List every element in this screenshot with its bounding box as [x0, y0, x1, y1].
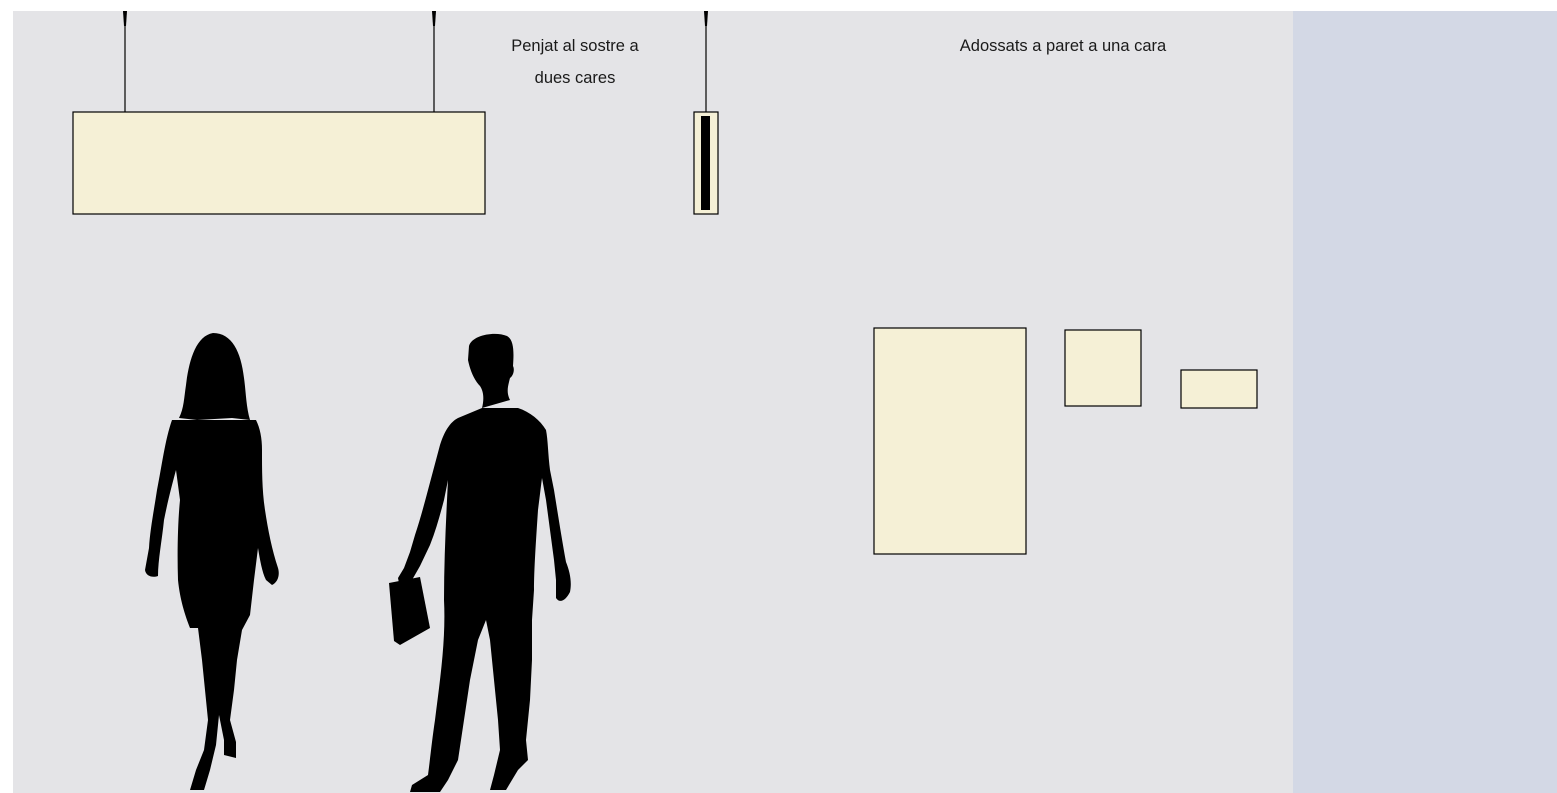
wall-sign-small — [1180, 369, 1258, 409]
man-silhouette — [389, 333, 571, 792]
cable-right — [432, 11, 436, 112]
hanging-sign-side — [693, 11, 719, 215]
side-panel — [1293, 11, 1557, 793]
hanging-sign-panel — [72, 111, 486, 215]
woman-silhouette — [145, 333, 279, 790]
label-wall-one-sided: Adossats a paret a una cara — [960, 37, 1167, 55]
cable-left — [123, 11, 127, 112]
hanging-sign-front — [72, 11, 486, 215]
wall-sign-large — [873, 327, 1027, 555]
label-ceiling-two-sided-line1: Penjat al sostre a — [511, 37, 639, 55]
briefcase — [389, 577, 430, 645]
label-ceiling-two-sided-line2: dues cares — [535, 69, 616, 87]
wall-sign-square — [1064, 329, 1142, 407]
